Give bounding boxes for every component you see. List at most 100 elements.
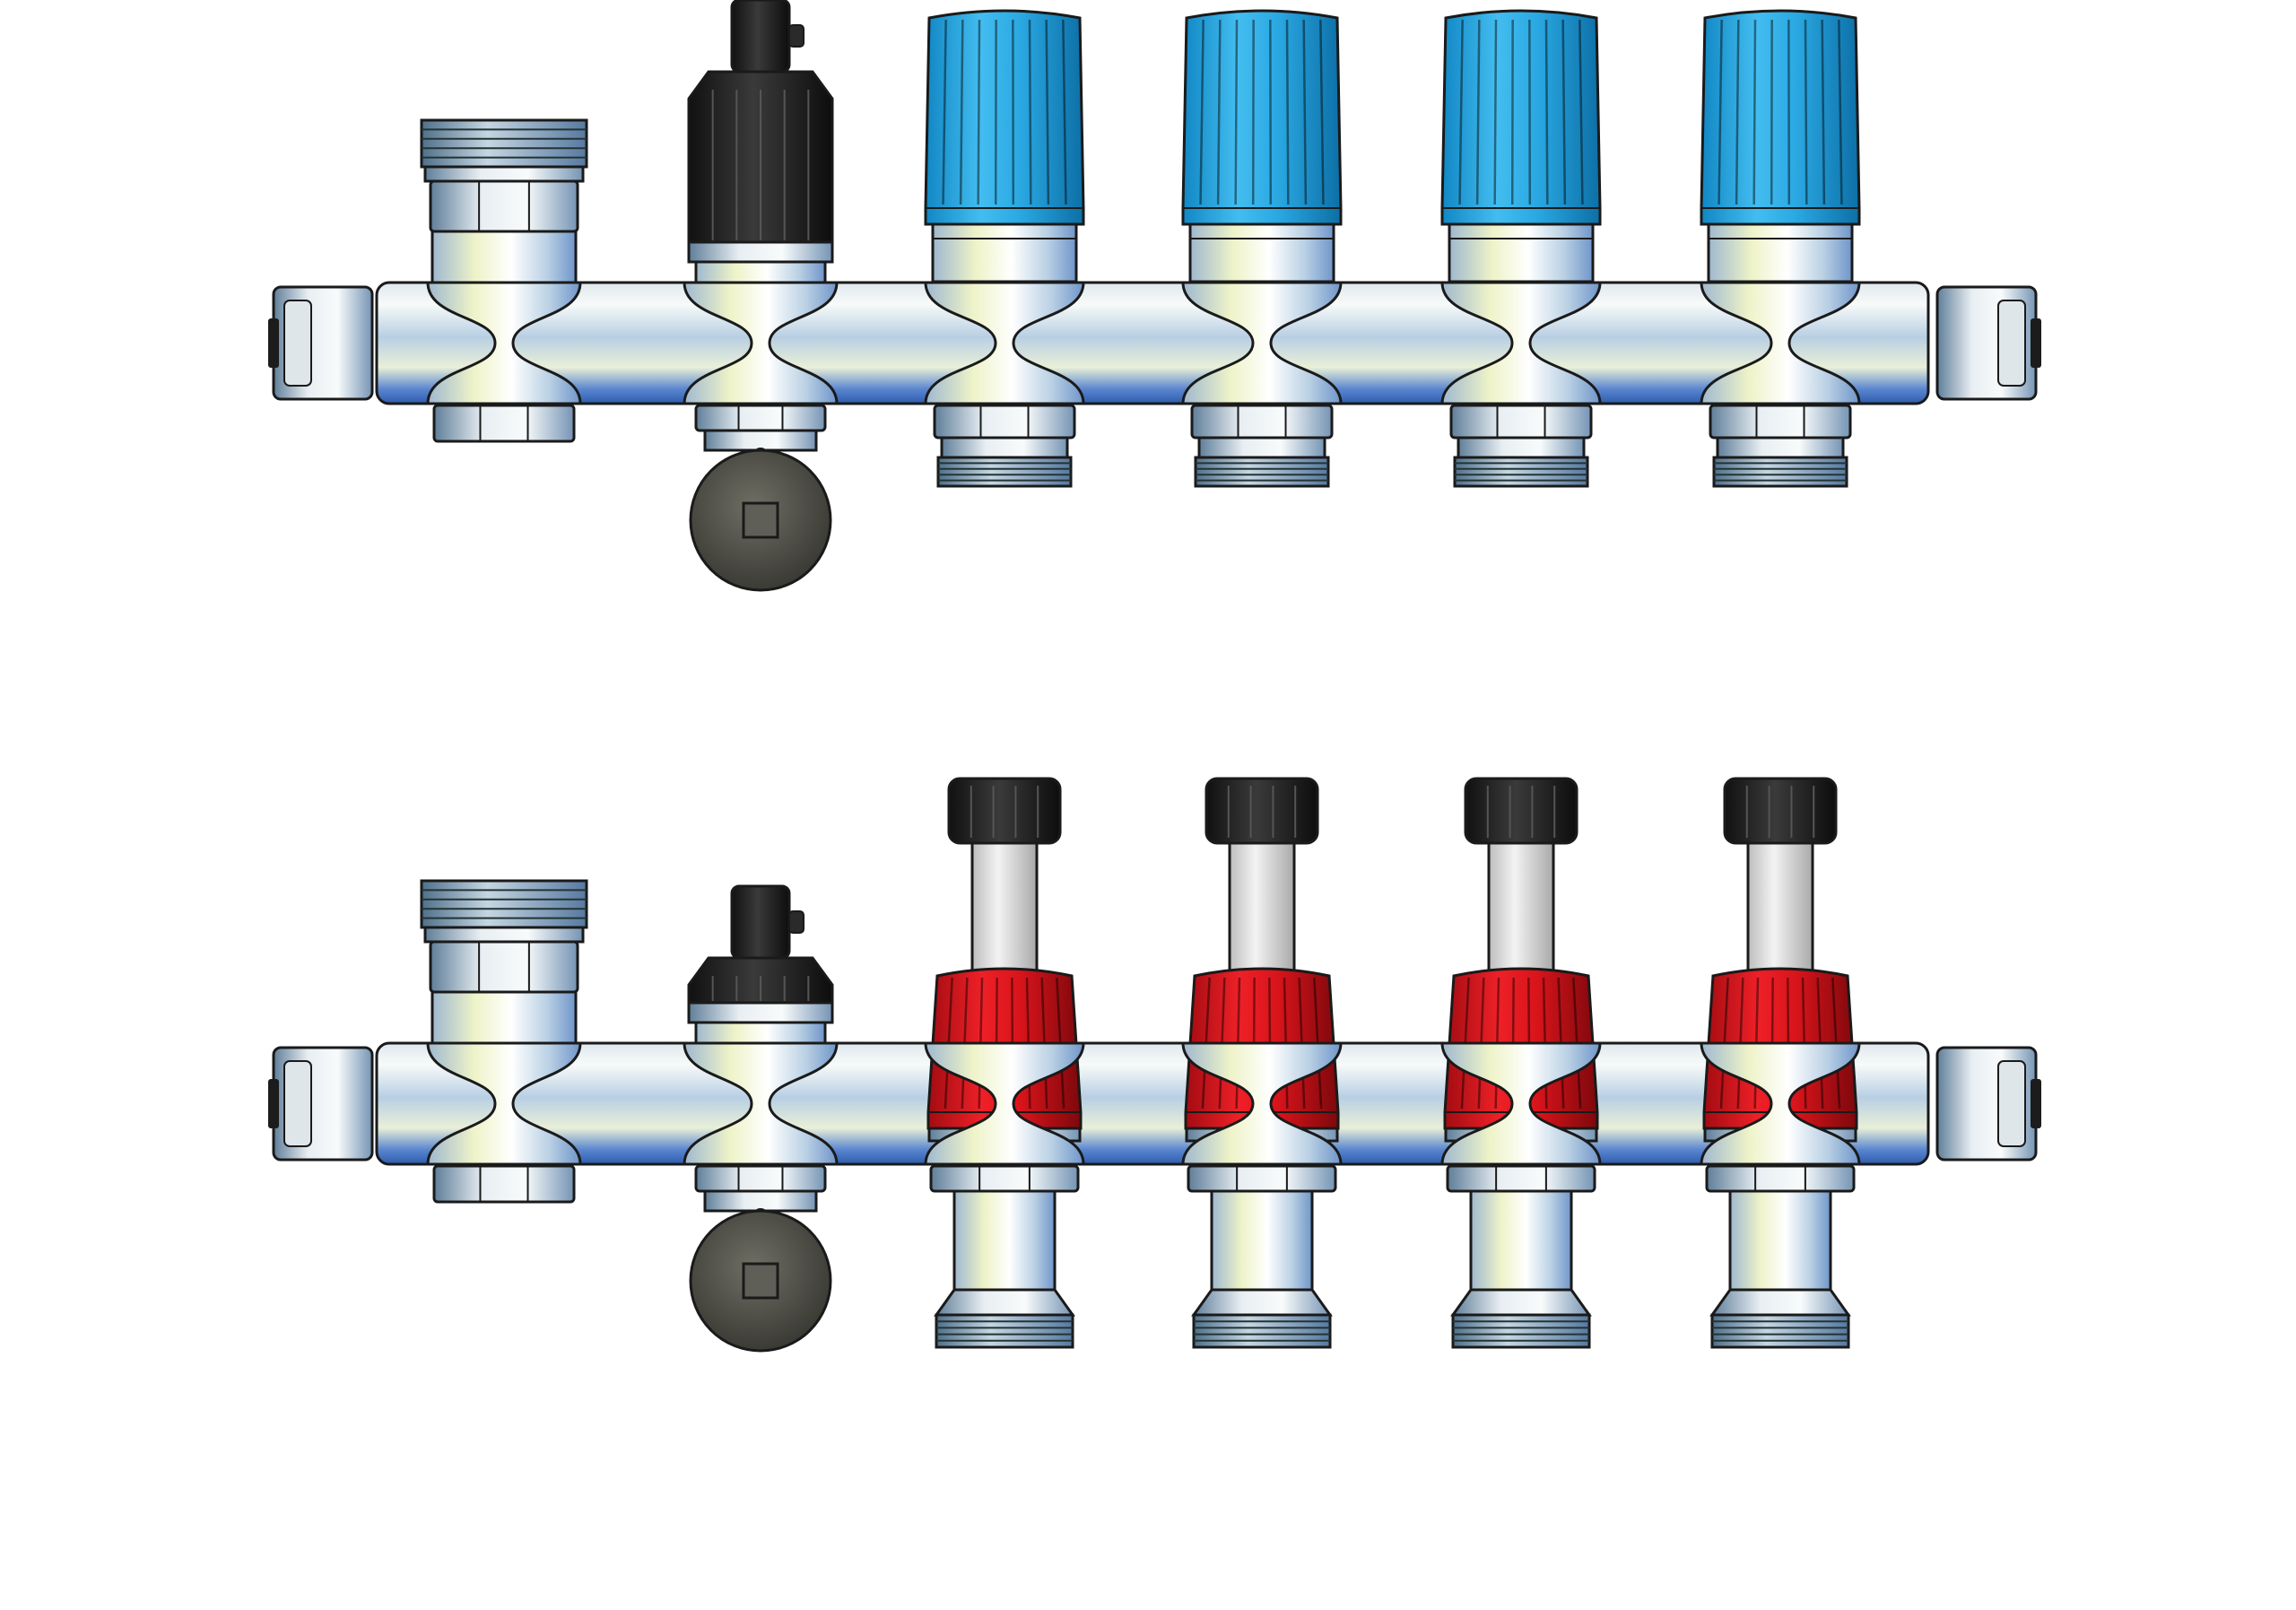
thread (1192, 1313, 1332, 1349)
vent-neck (694, 260, 827, 285)
knob-rib (1216, 19, 1222, 205)
valve-body (683, 1041, 839, 1166)
outlet-valve-4 (1700, 777, 1861, 1349)
outlet-flare (1450, 1288, 1592, 1317)
outlet-valve-1 (924, 777, 1085, 1349)
outlet-sleeve (952, 1189, 1057, 1292)
outlet-valve-2 (1181, 777, 1343, 1349)
hex-nut (694, 404, 827, 432)
blue-valve-knob (1700, 9, 1861, 226)
plug-face (283, 300, 312, 387)
knob-rib (1028, 19, 1032, 205)
automatic-air-vent-icon (730, 884, 791, 960)
plug-seal (268, 318, 279, 368)
thread (1453, 456, 1589, 488)
plug-face (1997, 300, 2026, 387)
blue-valve-knob (924, 9, 1085, 226)
valve-neck (931, 222, 1078, 283)
automatic-air-vent-icon (730, 0, 791, 74)
drain-stem (703, 429, 818, 452)
end-plug-left (268, 285, 374, 401)
outlet-sleeve (1728, 1189, 1832, 1292)
vent-nozzle (788, 24, 804, 48)
valve-body (924, 281, 1085, 405)
drain-stem (703, 1189, 818, 1213)
knob-rib (1493, 19, 1498, 205)
outlet-collar (1457, 436, 1586, 459)
inlet-fitting (420, 118, 588, 443)
hex-nut (432, 1164, 576, 1204)
hex-nut (1705, 1164, 1856, 1193)
end-plug-right (1935, 285, 2041, 401)
plug-face (1997, 1060, 2026, 1147)
valve-body (683, 281, 839, 405)
thread (1710, 1313, 1850, 1349)
hex-nut (429, 940, 579, 994)
knob-rib (1578, 19, 1584, 205)
outlet-flare (1191, 1288, 1333, 1317)
outlet-sleeve (1469, 1189, 1573, 1292)
valve-body (1181, 1041, 1343, 1166)
knob-rib (1285, 19, 1290, 205)
hex-nut (694, 1164, 827, 1193)
hex-nut (1187, 1164, 1337, 1193)
knob-rib (1234, 19, 1239, 205)
valve-body (426, 281, 582, 405)
knob-rib (1561, 19, 1567, 205)
inlet-neck (430, 990, 578, 1048)
return-manifold (268, 777, 2041, 1353)
hex-nut (1190, 404, 1334, 439)
outlet-valve-1 (924, 9, 1085, 488)
end-plug-left (268, 1046, 374, 1162)
outlet-valve-3 (1440, 9, 1602, 488)
outlet-sleeve (1210, 1189, 1314, 1292)
vent-nozzle (788, 910, 804, 934)
vent-collar (687, 240, 834, 264)
knob-rib (1199, 19, 1205, 205)
knob-rib (1735, 19, 1740, 205)
knob-rib (1544, 19, 1549, 205)
knob-rib (1302, 19, 1308, 205)
valve-body (1181, 281, 1343, 405)
outlet-valve-2 (1181, 9, 1343, 488)
hex-nut (929, 1164, 1080, 1193)
knob-rib (1045, 19, 1050, 205)
valve-body (1440, 281, 1602, 405)
valve-neck (1188, 222, 1335, 283)
flowmeter-cap (1205, 777, 1319, 845)
valve-neck (1448, 222, 1595, 283)
inlet-neck (430, 230, 578, 287)
plug-seal (268, 1079, 279, 1128)
drain-square (742, 501, 779, 539)
knob-rib (977, 19, 981, 205)
knob-rib (1319, 19, 1325, 205)
thread (1194, 456, 1330, 488)
valve-neck (1707, 222, 1854, 283)
knob-rib (1752, 19, 1757, 205)
valve-body (1700, 281, 1861, 405)
knob-rib (1804, 19, 1808, 205)
knob-rib (959, 19, 964, 205)
plug-seal (2031, 318, 2041, 368)
outlet-collar (940, 436, 1069, 459)
knob-rib (942, 19, 947, 205)
end-plug-right (1935, 1046, 2041, 1162)
outlet-valve-4 (1700, 9, 1861, 488)
manifold-pipe (375, 281, 1930, 405)
air-vent-drain-port (683, 884, 839, 1353)
supply-manifold (268, 0, 2041, 592)
knob-rib (1062, 19, 1067, 205)
valve-body (1440, 1041, 1602, 1166)
hex-nut (429, 179, 579, 233)
thread (936, 456, 1073, 488)
drain-square (742, 1262, 779, 1300)
valve-body (426, 1041, 582, 1166)
blue-valve-knob (1440, 9, 1602, 226)
hex-nut (432, 404, 576, 443)
hex-nut (1709, 404, 1852, 439)
knob-rib (1838, 19, 1843, 205)
inlet-fitting (420, 879, 588, 1204)
flowmeter-cap (1723, 777, 1838, 845)
